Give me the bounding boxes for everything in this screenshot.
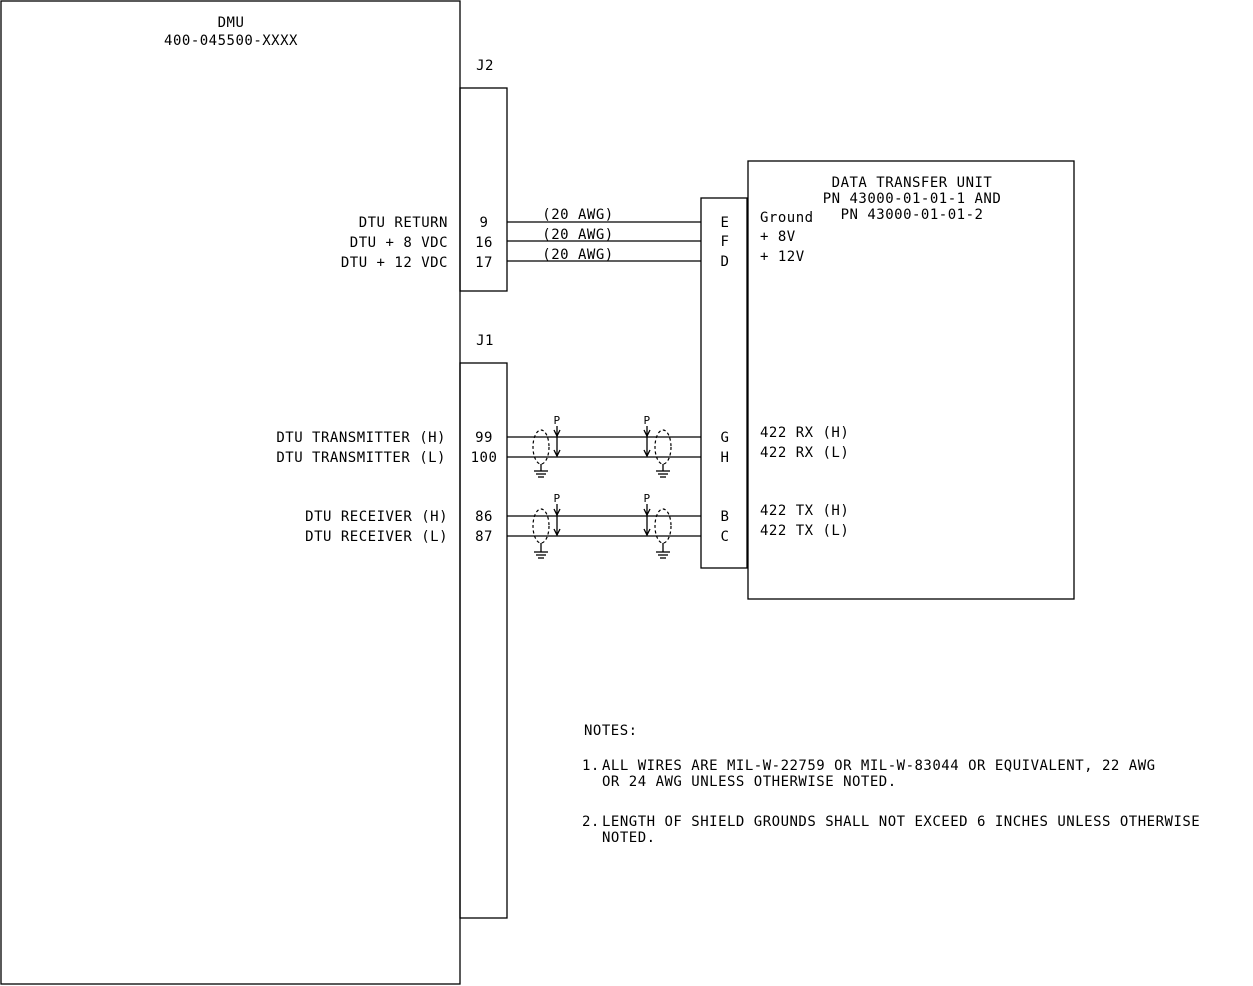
j2-signal-12vdc: DTU + 12 VDC 17 (20 AWG) D + 12V	[341, 247, 805, 271]
dmu-label-dtu-12vdc: DTU + 12 VDC	[341, 255, 448, 271]
j1-signal-transmitter-l: DTU TRANSMITTER (L) 100 H 422 RX (L)	[276, 445, 849, 466]
note-1-number: 1.	[582, 758, 600, 774]
j2-connector	[459, 87, 508, 292]
ground-icon	[534, 551, 548, 559]
shield-arrow	[643, 528, 651, 537]
j1-label: J1	[476, 333, 494, 349]
dtu-label-tx-h: 422 TX (H)	[760, 503, 849, 519]
wire-gauge-return: (20 AWG)	[542, 207, 613, 223]
shield-oval	[654, 429, 672, 465]
shield-marker: P	[643, 492, 650, 505]
shield-marker: P	[553, 414, 560, 427]
dmu-label-dtu-return: DTU RETURN	[359, 215, 448, 231]
dmu-label-dtu-8vdc: DTU + 8 VDC	[350, 235, 448, 251]
note-2-number: 2.	[582, 814, 600, 830]
shield-oval	[532, 508, 550, 544]
dtu-title: DATA TRANSFER UNIT	[832, 175, 993, 191]
dtu-pin-d: D	[721, 254, 730, 270]
dtu-pin-g: G	[721, 430, 730, 446]
shield-arrow	[553, 528, 561, 537]
notes-heading: NOTES:	[584, 723, 638, 739]
note-1-line1: ALL WIRES ARE MIL-W-22759 OR MIL-W-83044…	[602, 758, 1156, 774]
dtu-label-rx-h: 422 RX (H)	[760, 425, 849, 441]
j2-pin-16: 16	[475, 235, 493, 251]
dtu-label-8v: + 8V	[760, 229, 796, 245]
shield-oval	[654, 508, 672, 544]
shield-arrow	[553, 429, 561, 438]
dtu-pin-b: B	[721, 509, 730, 525]
ground-icon	[656, 470, 670, 478]
dtu-pn-line1: PN 43000-01-01-1 AND	[823, 191, 1002, 207]
j2-label: J2	[476, 58, 494, 74]
shield-receiver-dmu-end: P	[532, 492, 561, 559]
dtu-label-12v: + 12V	[760, 249, 805, 265]
dtu-label-tx-l: 422 TX (L)	[760, 523, 849, 539]
j1-connector	[459, 362, 508, 919]
dtu-label-rx-l: 422 RX (L)	[760, 445, 849, 461]
dmu-label-receiver-l: DTU RECEIVER (L)	[305, 529, 448, 545]
dmu-title: DMU	[218, 15, 245, 31]
shield-arrow	[643, 429, 651, 438]
shield-arrow	[553, 449, 561, 458]
dmu-label-transmitter-h: DTU TRANSMITTER (H)	[276, 430, 446, 446]
shield-oval	[532, 429, 550, 465]
dtu-label-ground: Ground	[760, 210, 814, 226]
shield-transmitter-dtu-end: P	[643, 414, 672, 478]
note-2-line2: NOTED.	[602, 830, 656, 846]
dtu-pin-e: E	[721, 215, 730, 231]
j1-signal-receiver-l: DTU RECEIVER (L) 87 C 422 TX (L)	[305, 523, 849, 545]
note-1-line2: OR 24 AWG UNLESS OTHERWISE NOTED.	[602, 774, 897, 790]
shield-arrow	[553, 508, 561, 517]
j1-pin-100: 100	[471, 450, 498, 466]
dmu-label-receiver-h: DTU RECEIVER (H)	[305, 509, 448, 525]
j2-pin-9: 9	[480, 215, 489, 231]
ground-icon	[656, 551, 670, 559]
j1-signal-transmitter-h: DTU TRANSMITTER (H) 99 G 422 RX (H)	[276, 425, 849, 446]
wire-gauge-8vdc: (20 AWG)	[542, 227, 613, 243]
j2-pin-17: 17	[475, 255, 493, 271]
notes-block: NOTES: 1. ALL WIRES ARE MIL-W-22759 OR M…	[582, 723, 1200, 846]
j1-pin-99: 99	[475, 430, 493, 446]
shield-marker: P	[553, 492, 560, 505]
wire-gauge-12vdc: (20 AWG)	[542, 247, 613, 263]
j1-pin-87: 87	[475, 529, 493, 545]
dtu-pn-line2: PN 43000-01-01-2	[841, 207, 984, 223]
shield-arrow	[643, 449, 651, 458]
dmu-part-number: 400-045500-XXXX	[164, 33, 298, 49]
shield-marker: P	[643, 414, 650, 427]
ground-icon	[534, 470, 548, 478]
j2-signal-8vdc: DTU + 8 VDC 16 (20 AWG) F + 8V	[350, 227, 796, 251]
dtu-pin-c: C	[721, 529, 730, 545]
dmu-label-transmitter-l: DTU TRANSMITTER (L)	[276, 450, 446, 466]
dtu-pin-f: F	[721, 234, 730, 250]
shield-transmitter-dmu-end: P	[532, 414, 561, 478]
dtu-connector	[700, 197, 748, 569]
note-2-line1: LENGTH OF SHIELD GROUNDS SHALL NOT EXCEE…	[602, 814, 1200, 830]
dtu-pin-h: H	[721, 450, 730, 466]
dmu-box	[0, 0, 461, 985]
dtu-box	[747, 160, 1075, 600]
j2-signal-return: DTU RETURN 9 (20 AWG) E Ground	[359, 207, 814, 231]
shield-receiver-dtu-end: P	[643, 492, 672, 559]
j1-pin-86: 86	[475, 509, 493, 525]
shield-arrow	[643, 508, 651, 517]
j1-signal-receiver-h: DTU RECEIVER (H) 86 B 422 TX (H)	[305, 503, 849, 525]
